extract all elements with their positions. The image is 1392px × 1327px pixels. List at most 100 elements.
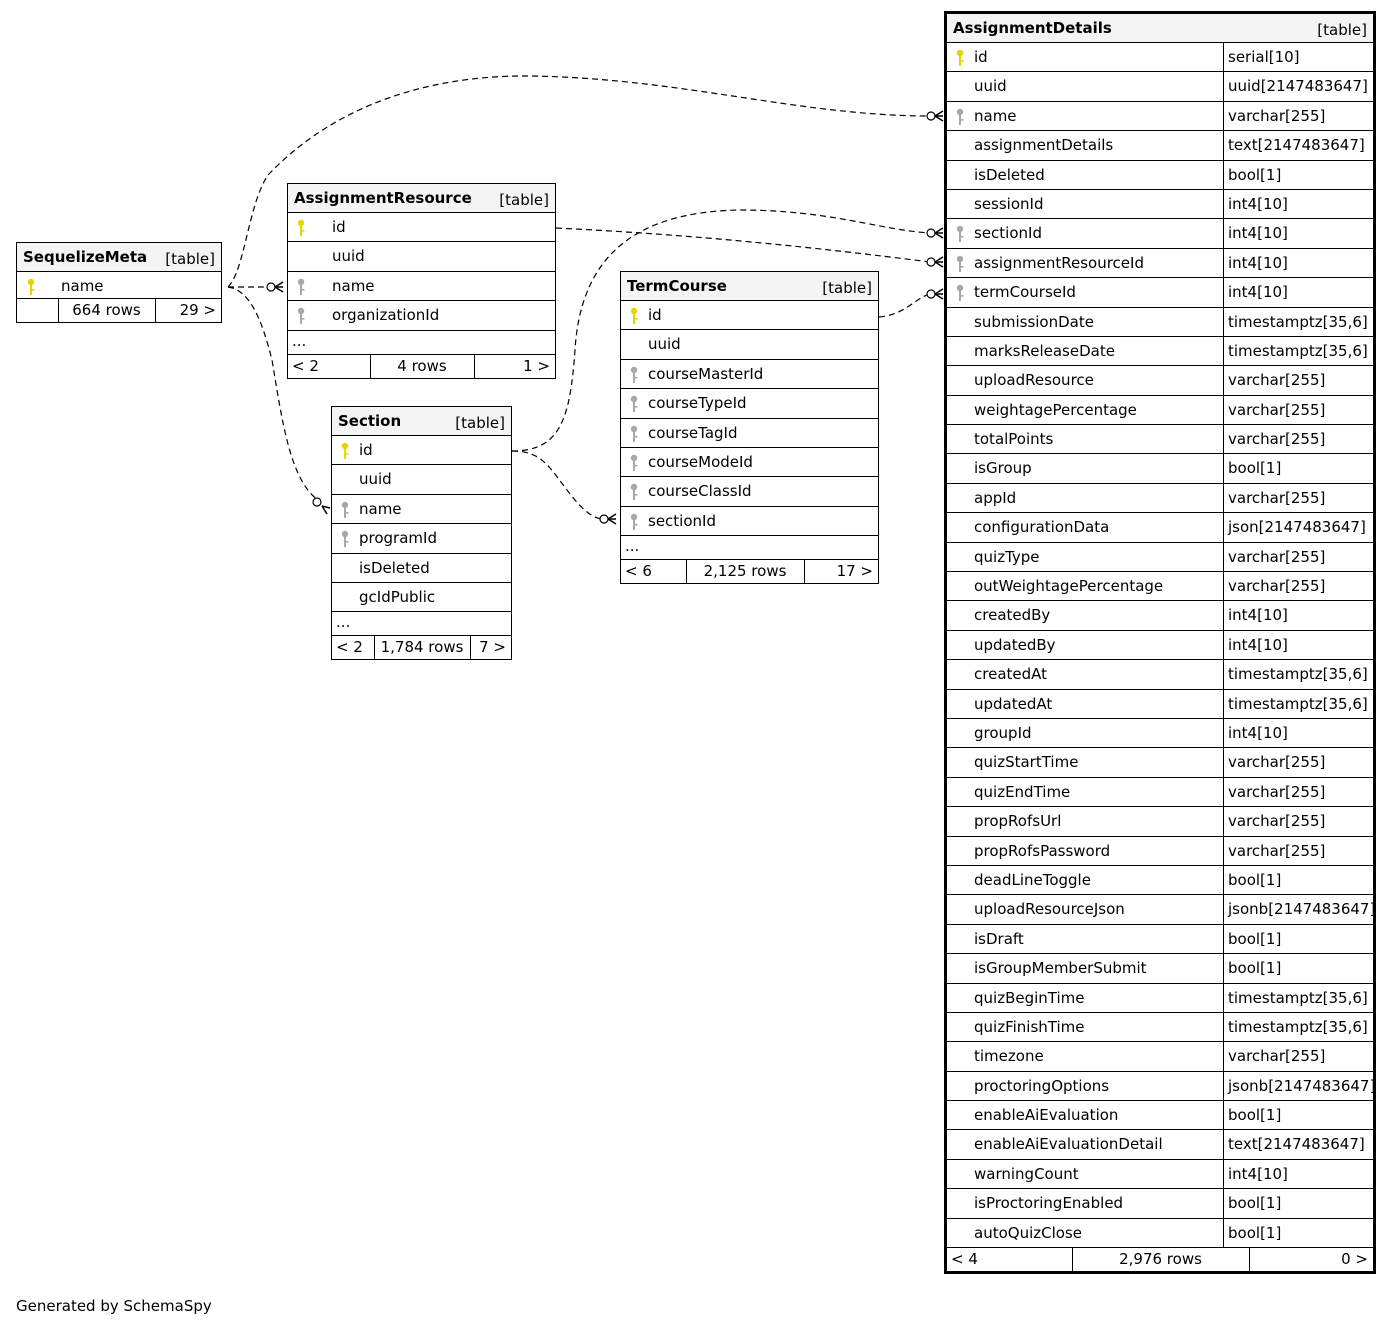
footer-divider	[374, 636, 375, 660]
children-link[interactable]: 0 >	[1341, 1250, 1368, 1269]
column-row[interactable]: courseTagId	[621, 419, 878, 448]
many-cardinality-marker	[321, 505, 331, 515]
children-link[interactable]: 7 >	[479, 638, 506, 657]
column-row[interactable]: id	[332, 436, 511, 466]
column-row[interactable]: programId	[332, 524, 511, 554]
children-link[interactable]: 29 >	[179, 301, 216, 319]
foreign-key-icon	[956, 108, 964, 125]
parents-link[interactable]: < 4	[951, 1250, 978, 1269]
column-row[interactable]: name	[17, 272, 221, 299]
column-row[interactable]: sectionId	[621, 507, 878, 537]
column-type: bool[1]	[1228, 459, 1282, 478]
column-row[interactable]: organizationId	[288, 301, 555, 331]
column-row[interactable]: gcIdPublic	[332, 583, 511, 613]
column-name: createdAt	[974, 665, 1048, 684]
column-row[interactable]: name	[332, 495, 511, 525]
column-row[interactable]: name	[288, 272, 555, 302]
column-name: outWeightagePercentage	[974, 577, 1164, 596]
column-row[interactable]: uuid	[288, 242, 555, 272]
table-name[interactable]: AssignmentResource	[294, 189, 472, 207]
many-cardinality-marker	[934, 227, 944, 239]
column-row[interactable]: courseMasterId	[621, 360, 878, 390]
column-name: id	[648, 306, 662, 324]
column-name: autoQuizClose	[974, 1223, 1082, 1242]
column-divider	[1223, 1130, 1224, 1159]
parents-link[interactable]: < 6	[625, 562, 652, 581]
column-type: varchar[255]	[1228, 1047, 1326, 1066]
column-row[interactable]: courseModeId	[621, 448, 878, 478]
column-row[interactable]: courseTypeId	[621, 389, 878, 419]
table-name[interactable]: AssignmentDetails	[953, 19, 1112, 37]
column-name: appId	[974, 488, 1017, 507]
footer-divider	[1249, 1248, 1250, 1272]
table-name[interactable]: SequelizeMeta	[23, 248, 148, 266]
column-row[interactable]: uuid	[332, 465, 511, 495]
children-link[interactable]: 1 >	[523, 356, 550, 375]
children-link[interactable]: 17 >	[836, 562, 873, 581]
table-name[interactable]: Section	[338, 412, 402, 430]
column-row[interactable]: uuid	[621, 330, 878, 360]
zero-cardinality-marker	[599, 514, 609, 524]
foreign-key-icon	[630, 484, 638, 501]
column-type: varchar[255]	[1228, 782, 1326, 801]
parents-link[interactable]: < 2	[292, 356, 319, 375]
table-name[interactable]: TermCourse	[627, 277, 727, 295]
column-row[interactable]: id	[621, 301, 878, 331]
column-name: isDeleted	[974, 165, 1045, 184]
column-row[interactable]: id	[288, 213, 555, 243]
column-row[interactable]: isDeleted	[332, 554, 511, 583]
zero-cardinality-marker	[266, 282, 276, 292]
column-row[interactable]: courseClassId	[621, 477, 878, 507]
column-type: timestamptz[35,6]	[1228, 341, 1368, 360]
column-type: jsonb[2147483647]	[1228, 900, 1376, 919]
parents-link[interactable]: < 2	[336, 638, 363, 657]
footer-divider	[370, 354, 371, 378]
